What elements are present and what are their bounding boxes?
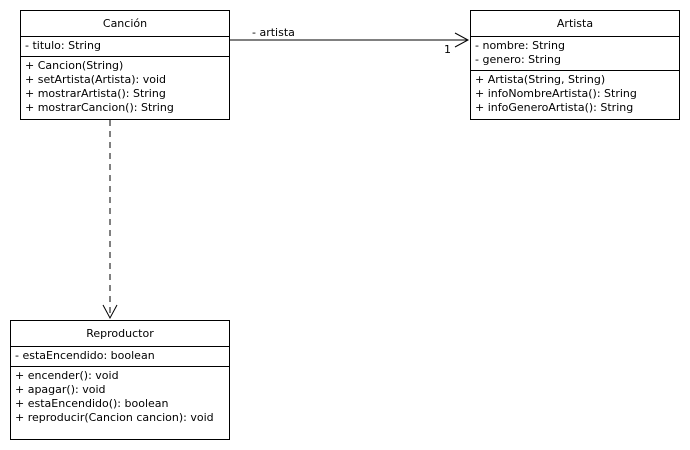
method: + Artista(String, String) [475, 73, 606, 86]
attributes-section: - nombre: String - genero: String [471, 37, 679, 71]
method: + infoNombreArtista(): String [475, 87, 637, 100]
attributes-section: - estaEncendido: boolean [11, 347, 229, 367]
methods-section: + encender(): void + apagar(): void + es… [11, 367, 229, 428]
method: + Cancion(String) [25, 59, 124, 72]
attributes-section: - titulo: String [21, 37, 229, 57]
attribute: - titulo: String [25, 39, 101, 52]
association-role-label: - artista [252, 26, 295, 39]
class-name: Artista [471, 11, 679, 37]
class-cancion[interactable]: Canción - titulo: String + Cancion(Strin… [20, 10, 230, 120]
method: + apagar(): void [15, 383, 106, 396]
attribute: - estaEncendido: boolean [15, 349, 155, 362]
association-multiplicity-label: 1 [444, 43, 451, 56]
attribute: - genero: String [475, 53, 561, 66]
method: + estaEncendido(): boolean [15, 397, 169, 410]
attribute: - nombre: String [475, 39, 565, 52]
method: + mostrarCancion(): String [25, 101, 174, 114]
association-arrowhead [454, 32, 470, 48]
method: + infoGeneroArtista(): String [475, 101, 634, 114]
method: + reproducir(Cancion cancion): void [15, 411, 214, 424]
class-name: Canción [21, 11, 229, 37]
method: + mostrarArtista(): String [25, 87, 166, 100]
methods-section: + Artista(String, String) + infoNombreAr… [471, 71, 679, 118]
dependency-arrowhead [102, 304, 118, 320]
method: + encender(): void [15, 369, 119, 382]
method: + setArtista(Artista): void [25, 73, 166, 86]
class-name: Reproductor [11, 321, 229, 347]
methods-section: + Cancion(String) + setArtista(Artista):… [21, 57, 229, 118]
class-artista[interactable]: Artista - nombre: String - genero: Strin… [470, 10, 680, 120]
class-reproductor[interactable]: Reproductor - estaEncendido: boolean + e… [10, 320, 230, 440]
